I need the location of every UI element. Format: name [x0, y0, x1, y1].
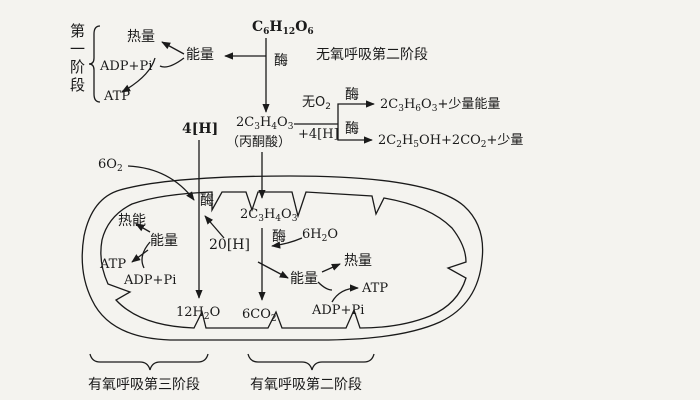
- reaction-to-energy-arrow: [257, 261, 289, 279]
- pyruvate-formula: 2C3H4O3: [236, 115, 294, 132]
- mito-inner-membrane: [100, 191, 467, 329]
- left-atp-curve: [141, 241, 151, 269]
- h4-label: 4[H]: [182, 121, 219, 137]
- anaerobic-title: 无氧呼吸第二阶段: [316, 47, 428, 63]
- water-in-label: 6H2O: [302, 227, 339, 244]
- mito-adp-pi-left: ADP+Pi: [124, 273, 177, 288]
- water-in-arrow: [271, 237, 303, 249]
- pyruvate-name: （丙酮酸）: [226, 135, 292, 150]
- stage1-label-3: 阶: [70, 58, 86, 76]
- stage3-label: 有氧呼吸第三阶段: [88, 377, 200, 393]
- anaerobic-enzyme-top: 酶: [345, 87, 359, 103]
- anaerobic-upper-arrow: [337, 100, 375, 124]
- anaerobic-lower-arrow: [337, 124, 373, 144]
- stage2-label: 有氧呼吸第二阶段: [250, 377, 362, 393]
- stage1-adp-to-atp-arrow: [121, 57, 156, 93]
- anaerobic-enzyme-bottom: 酶: [345, 121, 359, 137]
- stage1-atp: ATP: [104, 89, 131, 104]
- mito-adp-pi-right: ADP+Pi: [312, 303, 365, 318]
- stage1-brace: [88, 25, 101, 103]
- mito-pyruvate: 2C3H4O3: [240, 207, 298, 224]
- oxygen-arrow: [127, 165, 195, 201]
- mito-outer-membrane: [81, 175, 484, 341]
- glucose-enzyme: 酶: [274, 53, 288, 69]
- right-energy-to-atp: [317, 281, 333, 291]
- stage1-adp-pi: ADP+Pi: [100, 59, 153, 74]
- ethanol-product: 2C2H5OH+2CO2+少量: [378, 133, 524, 150]
- right-adp-to-atp-arrow: [331, 284, 359, 303]
- left-energy-to-heat-arrow: [135, 223, 151, 233]
- stage1-label-2: 一: [70, 40, 86, 58]
- no-oxygen-label: 无O2: [302, 95, 331, 112]
- mito-enzyme-mid: 酶: [272, 229, 286, 245]
- stage1-energy: 能量: [186, 47, 214, 63]
- left-adp-to-atp-arrow: [131, 249, 149, 263]
- h20-arrow: [204, 215, 225, 239]
- stage1-label-4: 段: [70, 76, 86, 94]
- lactic-acid-product: 2C3H6O3+少量能量: [380, 97, 501, 114]
- stage1-energy-to-atp-arrow: [159, 57, 185, 68]
- stage3-brace: [89, 353, 209, 371]
- mito-enzyme-left: 酶: [200, 193, 214, 209]
- stage1-energy-to-heat-arrow: [161, 41, 185, 55]
- mito-heat-left: 热能: [118, 213, 146, 229]
- oxygen-label: 6O2: [98, 157, 123, 174]
- h20-label: 20[H]: [209, 237, 250, 253]
- mito-heat-right: 热量: [344, 253, 372, 269]
- stage2-brace: [247, 353, 375, 371]
- mito-atp-right: ATP: [362, 281, 389, 296]
- stage1-heat: 热量: [127, 29, 155, 45]
- mito-energy-right: 能量: [290, 271, 318, 287]
- water-out-label: 12H2O: [176, 305, 221, 322]
- mito-atp-left: ATP: [100, 257, 127, 272]
- mito-energy-left: 能量: [150, 233, 178, 249]
- glucose-formula: C6H12O6: [252, 19, 314, 37]
- energy-right-to-heat-arrow: [321, 263, 341, 273]
- stage1-label-1: 第: [70, 22, 86, 40]
- plus-4h-label: +4[H]: [298, 127, 339, 142]
- co2-out-label: 6CO2: [242, 307, 277, 324]
